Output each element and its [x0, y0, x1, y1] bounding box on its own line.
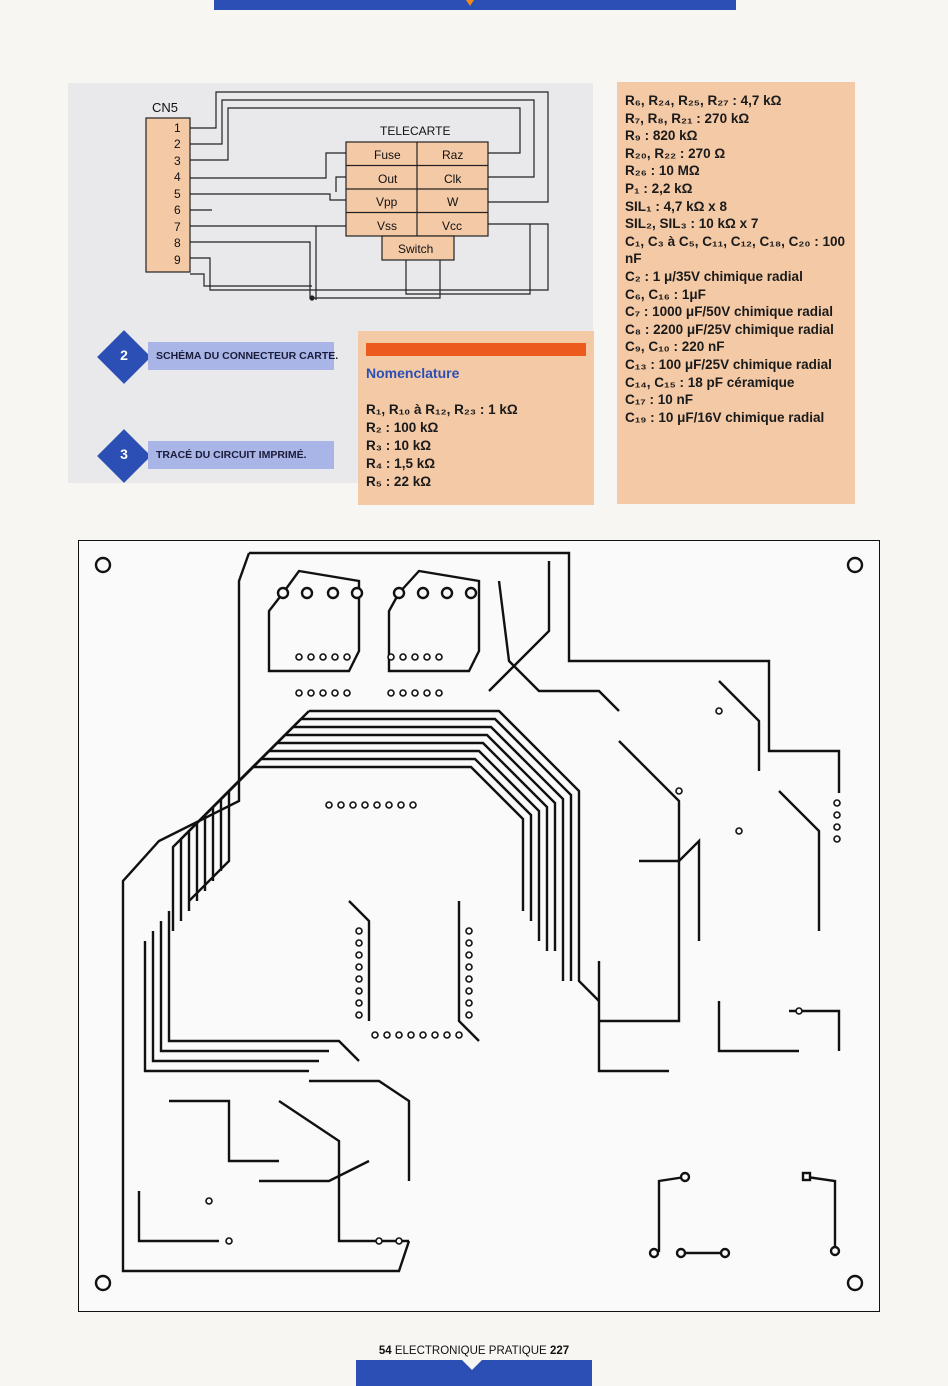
pin-label: 9 — [174, 253, 181, 267]
list-item: R₁, R₁₀ à R₁₂, R₂₃ : 1 kΩ — [366, 402, 518, 417]
list-item: C₁₇ : 10 nF — [625, 392, 693, 408]
list-item: C₁₃ : 100 μF/25V chimique radial — [625, 356, 832, 372]
caption-text: SCHÉMA DU CONNECTEUR CARTE. — [148, 342, 338, 370]
pin-label: 3 — [174, 154, 181, 168]
card-cell: Out — [378, 172, 398, 186]
list-item: C₁₉ : 10 μF/16V chimique radial — [625, 409, 825, 425]
top-notch — [466, 0, 474, 6]
bottom-color-bar — [356, 1360, 592, 1386]
pin-label: 8 — [174, 236, 181, 250]
card-cell: W — [447, 195, 459, 209]
list-item: SIL₁ : 4,7 kΩ x 8 — [625, 198, 727, 214]
caption-number: 3 — [120, 446, 128, 462]
connector-label: CN5 — [152, 100, 179, 115]
list-item: R₆, R₂₄, R₂₅, R₂₇ : 4,7 kΩ — [625, 93, 782, 108]
list-item: P₁ : 2,2 kΩ — [625, 180, 693, 196]
nomenclature-list: R₁, R₁₀ à R₁₂, R₂₃ : 1 kΩ R₂ : 100 kΩ R₃… — [366, 401, 518, 491]
magazine-name: ELECTRONIQUE PRATIQUE — [394, 1345, 547, 1357]
page-number: 54 — [378, 1345, 392, 1357]
switch-label: Switch — [398, 242, 434, 256]
card-title: TELECARTE — [380, 124, 451, 138]
list-item: C₁₄, C₁₅ : 18 pF céramique — [625, 374, 795, 390]
card-cell: Vcc — [442, 219, 463, 233]
list-item: R₂₀, R₂₂ : 270 Ω — [625, 145, 726, 161]
nomenclature-box: Nomenclature R₁, R₁₀ à R₁₂, R₂₃ : 1 kΩ R… — [358, 331, 594, 505]
list-item: C₂ : 1 μ/35V chimique radial — [625, 268, 803, 284]
pin-label: 6 — [174, 203, 181, 217]
top-color-bar — [214, 0, 736, 10]
card-cell: Vpp — [376, 195, 398, 209]
connector-schematic: CN5 1 2 3 4 5 6 7 8 9 TELECARTE Fuse Raz… — [140, 88, 560, 303]
list-item: R₂ : 100 kΩ — [366, 420, 439, 435]
caption-text: TRACÉ DU CIRCUIT IMPRIMÉ. — [148, 441, 334, 469]
list-item: C₆, C₁₆ : 1μF — [625, 286, 706, 302]
list-item: C₈ : 2200 μF/25V chimique radial — [625, 321, 834, 337]
card-cell: Raz — [442, 148, 464, 162]
bottom-notch — [462, 1360, 482, 1370]
list-item: R₇, R₈, R₂₁ : 270 kΩ — [625, 110, 750, 126]
caption-number: 2 — [120, 347, 128, 363]
nomenclature-title: Nomenclature — [366, 365, 460, 381]
pin-label: 4 — [174, 170, 181, 184]
pin-label: 7 — [174, 220, 181, 234]
parts-list: R₆, R₂₄, R₂₅, R₂₇ : 4,7 kΩ R₇, R₈, R₂₁ :… — [625, 92, 851, 426]
schematic-wiring — [145, 91, 549, 301]
list-item: C₉, C₁₀ : 220 nF — [625, 339, 725, 355]
pin-label: 5 — [174, 187, 181, 201]
list-item: R₄ : 1,5 kΩ — [366, 456, 436, 471]
pin-label: 1 — [174, 121, 181, 135]
pin-label: 2 — [174, 137, 181, 151]
list-item: SIL₂, SIL₃ : 10 kΩ x 7 — [625, 216, 759, 232]
card-cell: Vss — [377, 219, 398, 233]
list-item: C₁, C₃ à C₅, C₁₁, C₁₂, C₁₈, C₂₀ : 100 nF — [625, 233, 846, 267]
list-item: C₇ : 1000 μF/50V chimique radial — [625, 304, 833, 320]
pcb-layout — [78, 540, 880, 1312]
pcb-traces — [94, 551, 864, 1292]
list-item: R₉ : 820 kΩ — [625, 128, 698, 144]
nomenclature-stripe — [366, 343, 586, 356]
parts-list-box: R₆, R₂₄, R₂₅, R₂₇ : 4,7 kΩ R₇, R₈, R₂₁ :… — [617, 82, 855, 504]
card-cell: Clk — [444, 172, 462, 186]
list-item: R₅ : 22 kΩ — [366, 474, 432, 489]
list-item: R₃ : 10 kΩ — [366, 438, 432, 453]
card-cell: Fuse — [374, 148, 401, 162]
issue-number: 227 — [549, 1345, 570, 1357]
page-footer: 54 ELECTRONIQUE PRATIQUE 227 — [0, 1345, 948, 1357]
list-item: R₂₆ : 10 MΩ — [625, 163, 700, 179]
